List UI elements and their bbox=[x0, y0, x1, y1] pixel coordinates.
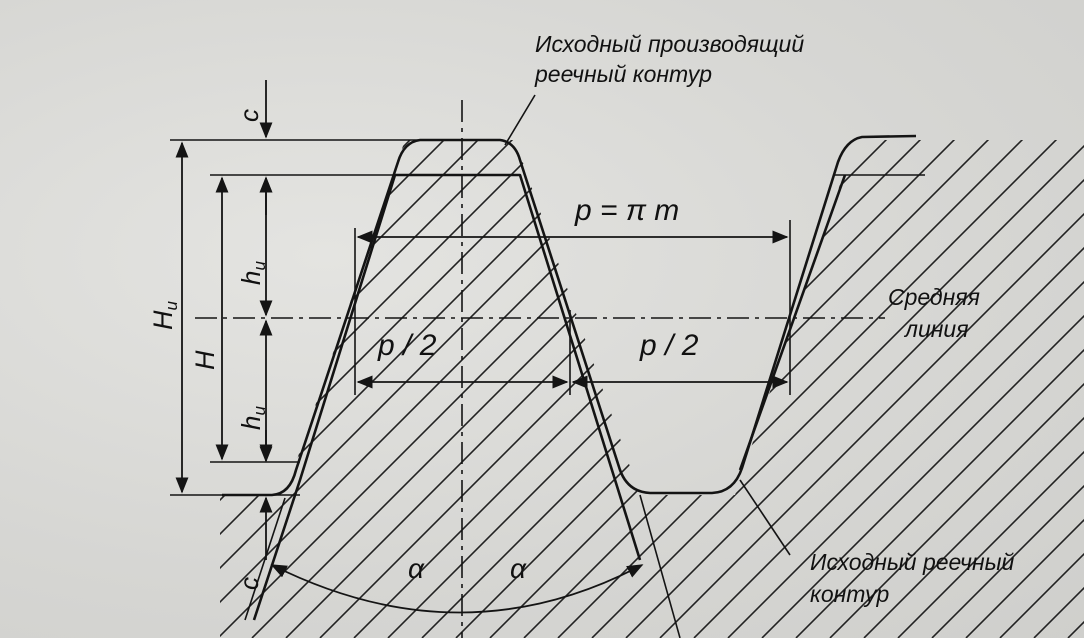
label-H: H bbox=[190, 350, 220, 370]
rack-outline bbox=[222, 134, 917, 621]
hatch-line bbox=[795, 140, 1084, 638]
hatch-line bbox=[220, 140, 371, 638]
hatch-line bbox=[0, 78, 132, 638]
hatch-line bbox=[965, 140, 1084, 638]
hatch-line bbox=[220, 140, 575, 638]
hatch-line bbox=[591, 140, 1084, 638]
reference-lines bbox=[170, 94, 925, 638]
dim-angle-arc bbox=[270, 564, 644, 614]
hatch-line bbox=[220, 140, 269, 638]
label-mean-1: Средняя bbox=[888, 284, 980, 310]
leader-top bbox=[504, 94, 536, 146]
label-base-2: контур bbox=[810, 581, 889, 607]
hatch-line bbox=[0, 78, 64, 638]
hatch-line bbox=[0, 78, 166, 638]
hatch-line bbox=[625, 140, 1084, 638]
label-c-bottom: c bbox=[234, 577, 264, 590]
hatch-line bbox=[0, 78, 30, 638]
label-generating-1: Исходный производящий bbox=[535, 31, 804, 57]
label-h-bottom: hu bbox=[236, 406, 269, 430]
hatch-line bbox=[557, 140, 1084, 638]
dimensions bbox=[175, 80, 789, 614]
base-contour-line bbox=[252, 173, 642, 621]
leader-bottom bbox=[739, 479, 791, 556]
label-Hu: Hu bbox=[148, 301, 181, 331]
hatch-line bbox=[897, 140, 1084, 638]
hatch-line bbox=[523, 140, 1084, 638]
hatch-line bbox=[0, 78, 98, 638]
label-alpha-left: α bbox=[408, 553, 425, 584]
label-mean-2: линия bbox=[903, 316, 969, 342]
base-contour-right-flank bbox=[738, 174, 847, 471]
hatch-line bbox=[829, 140, 1084, 638]
hatch-line bbox=[220, 140, 337, 638]
hatch-line bbox=[220, 140, 303, 638]
hatch-line bbox=[863, 140, 1084, 638]
hatch-line bbox=[761, 140, 1084, 638]
label-alpha-right: α bbox=[510, 553, 527, 584]
hatch-line bbox=[931, 140, 1084, 638]
label-base-1: Исходный реечный bbox=[810, 549, 1015, 575]
label-generating-2: реечный контур bbox=[534, 61, 712, 87]
label-h-top: hu bbox=[236, 261, 269, 285]
label-half-right: p / 2 bbox=[639, 329, 699, 362]
hatch-line bbox=[0, 78, 200, 638]
hatch-line bbox=[285, 140, 847, 638]
flank-ext-left bbox=[244, 497, 286, 621]
hatch-line bbox=[727, 140, 1084, 638]
label-pitch: p = π m bbox=[574, 194, 679, 227]
hatch-line bbox=[251, 140, 813, 638]
hatch-line bbox=[220, 140, 541, 638]
label-c-top: c bbox=[234, 109, 264, 122]
hatch-line bbox=[659, 140, 1084, 638]
label-half-left: p / 2 bbox=[377, 329, 437, 362]
hatch-line bbox=[220, 140, 643, 638]
flank-ext-right bbox=[639, 494, 681, 638]
labels: Исходный производящий реечный контур Исх… bbox=[148, 31, 1015, 607]
hatch-line bbox=[693, 140, 1084, 638]
